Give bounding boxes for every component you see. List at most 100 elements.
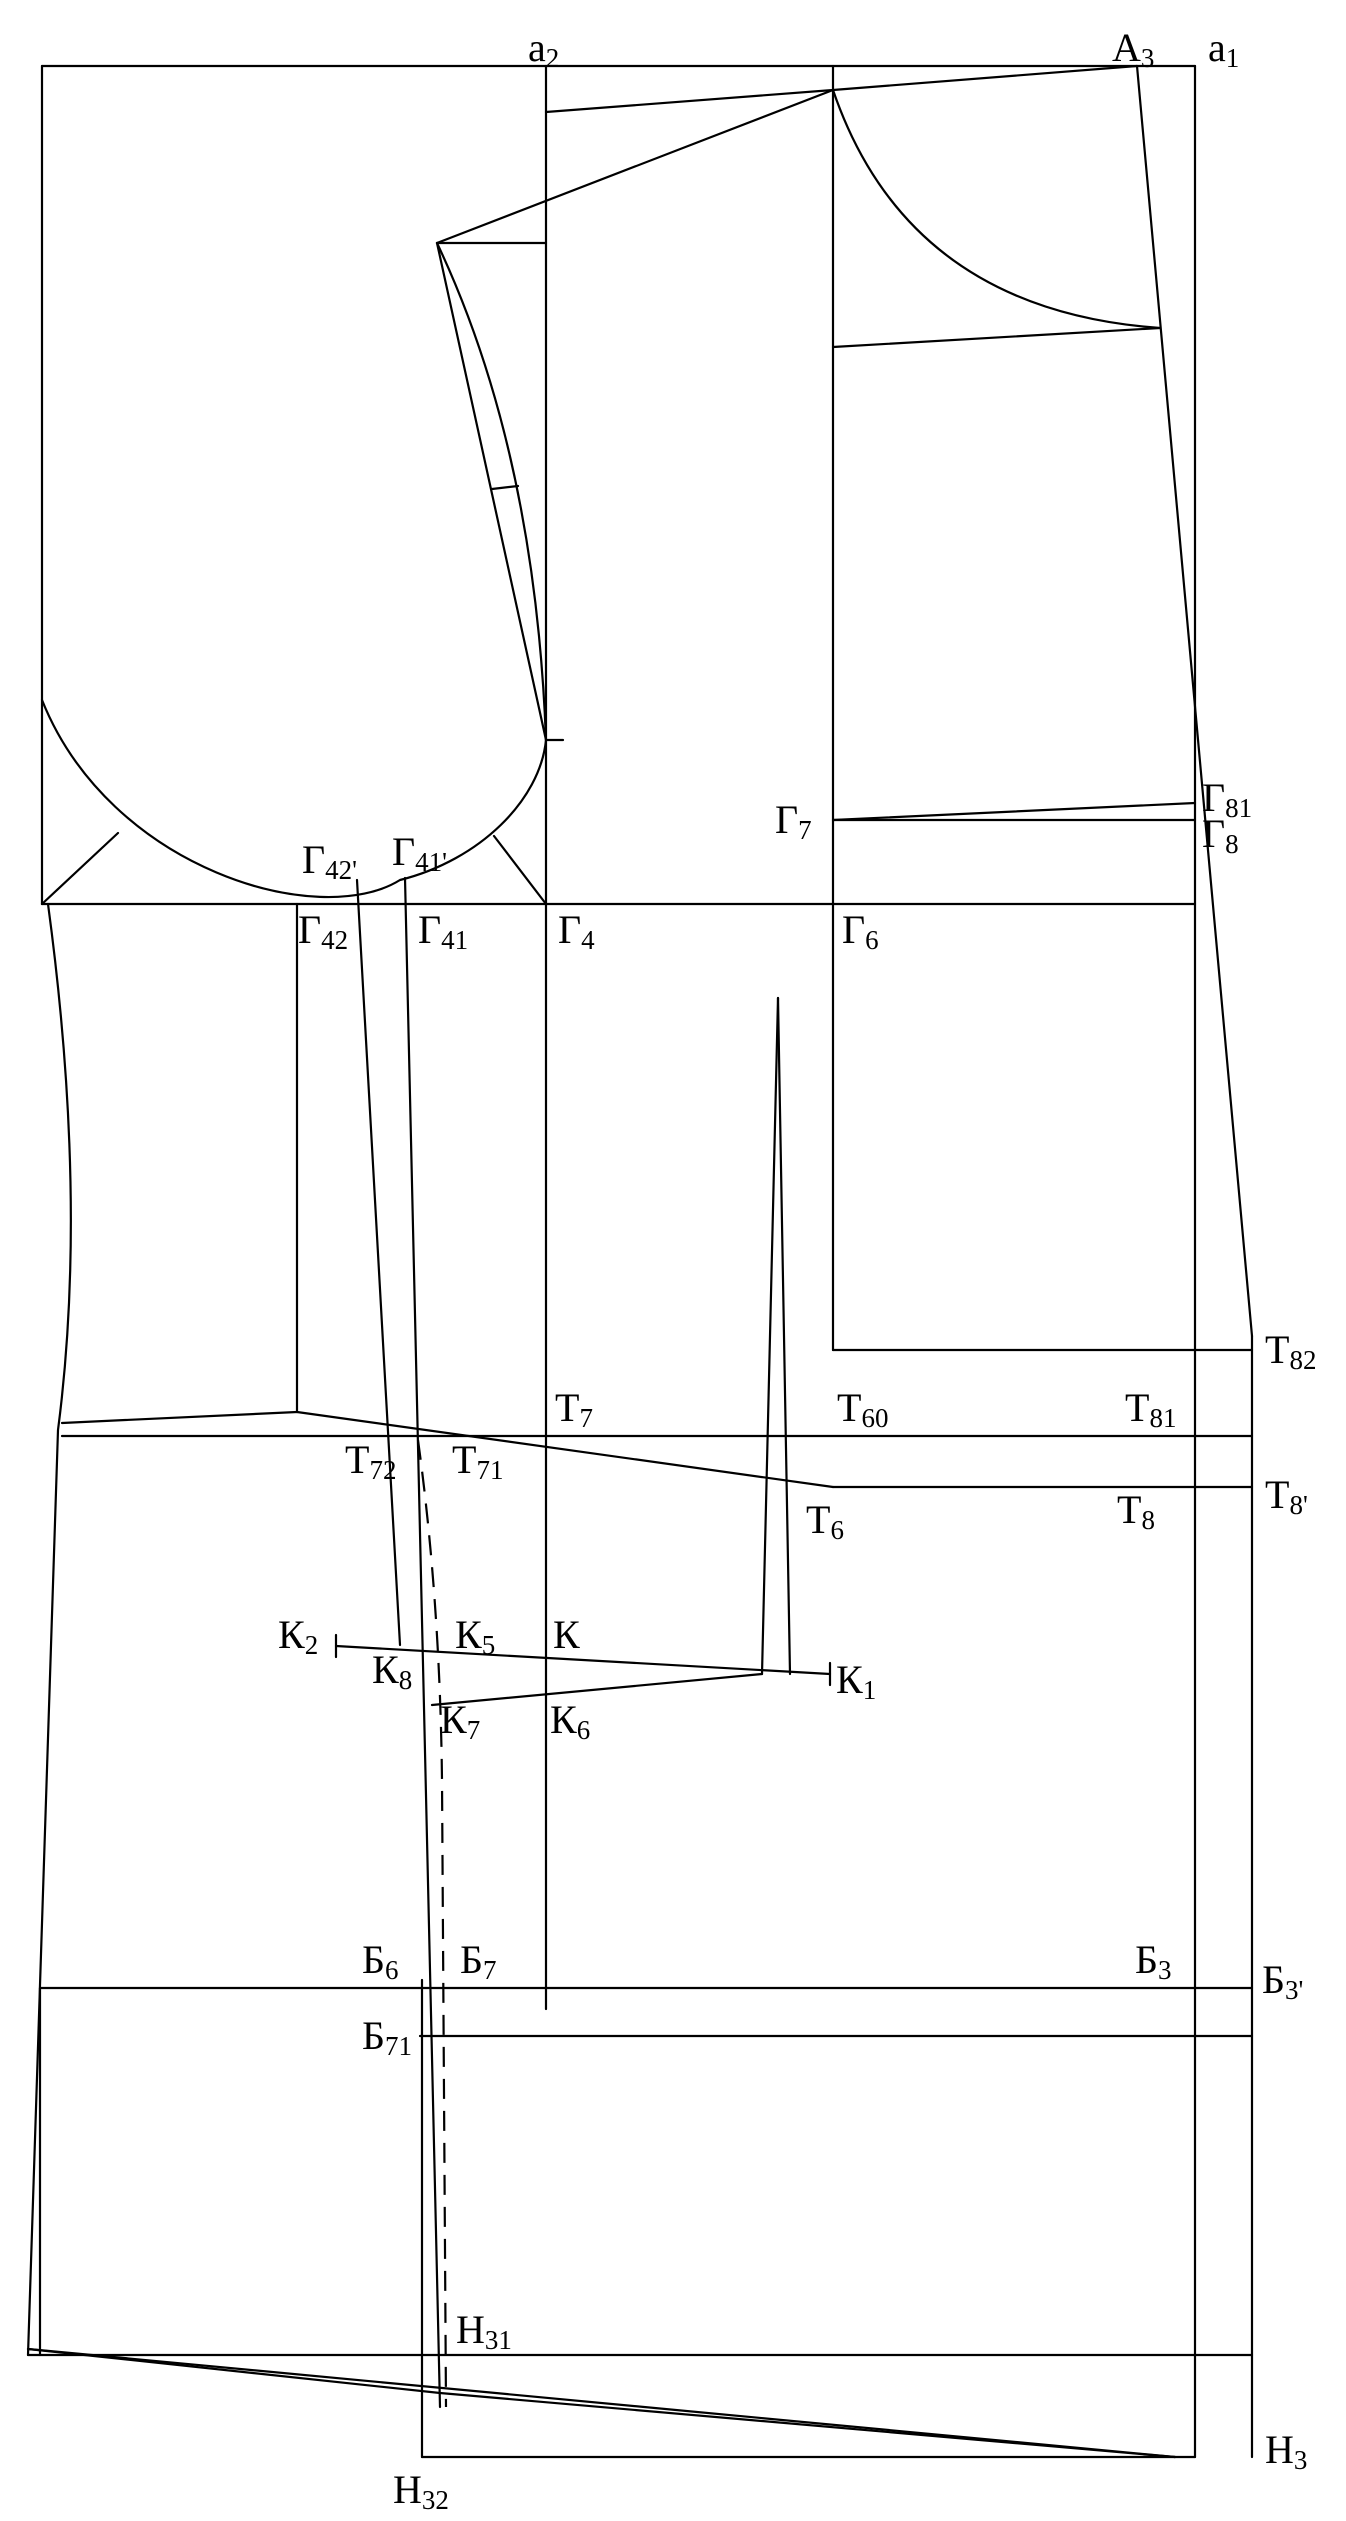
line-K7-K6	[430, 1672, 764, 1707]
point-label-sub: 72	[369, 1455, 397, 1485]
point-label-b7: Б7	[460, 1937, 496, 1984]
line-G41p-down	[403, 876, 442, 2409]
point-label-main: Т	[1125, 1385, 1150, 1430]
point-label-a2: а2	[528, 25, 559, 72]
point-label-sub: 3	[1293, 2445, 1308, 2475]
point-label-k6: К6	[550, 1700, 590, 1744]
point-label-g42: Г42	[298, 907, 348, 954]
point-label-main: К	[440, 1697, 467, 1742]
point-label-sub: 2	[304, 1630, 319, 1660]
point-label-main: Б	[1135, 1937, 1158, 1982]
point-label-t8p: Т8'	[1265, 1472, 1308, 1519]
line-waist-slant	[295, 1410, 835, 1489]
point-label-sub: 8	[1141, 1505, 1155, 1535]
point-label-main: Б	[362, 1937, 385, 1982]
point-label-main: К	[455, 1612, 482, 1657]
line-hem-slant-3	[438, 2391, 1177, 2459]
point-label-g42p: Г42'	[302, 837, 357, 884]
point-label-sub: 5	[481, 1630, 496, 1660]
curve-armhole	[40, 698, 548, 899]
point-label-t81: Т81	[1125, 1385, 1176, 1432]
line-neck-cross	[831, 326, 1162, 349]
point-label-sub: 6	[865, 925, 879, 955]
point-label-sub: 42'	[325, 855, 357, 885]
point-label-main: Т	[555, 1385, 580, 1430]
point-label-b3: Б3	[1135, 1937, 1171, 1984]
point-label-main: Н	[1265, 2427, 1294, 2472]
point-label-main: Г	[842, 907, 866, 952]
point-label-main: Т	[1265, 1472, 1290, 1517]
point-label-sub: 41	[441, 925, 469, 955]
point-label-main: Г	[302, 837, 326, 882]
point-label-main: Г	[392, 829, 416, 874]
point-label-t71: Т71	[452, 1437, 503, 1484]
point-label-sub: 8	[398, 1665, 413, 1695]
curve-neck	[831, 88, 1162, 330]
point-label-g41: Г41	[418, 907, 468, 954]
point-label-g41p: Г41'	[392, 829, 447, 876]
curve-left-side	[26, 902, 72, 2357]
point-label-main: Б	[460, 1937, 483, 1982]
point-label-main: Т	[452, 1437, 477, 1482]
point-label-main: К	[372, 1647, 399, 1692]
line-dart-left	[760, 996, 780, 1676]
point-label-sub: 32	[421, 2485, 449, 2515]
point-label-k1: К1	[836, 1657, 876, 1704]
point-label-t82: Т82	[1265, 1327, 1316, 1374]
line-dart-right	[776, 996, 792, 1676]
point-label-sub: 7	[466, 1715, 481, 1745]
point-label-sub: 60	[861, 1403, 889, 1433]
point-label-main: а	[528, 25, 546, 70]
dashed-seam	[416, 1439, 448, 2408]
point-label-main: Г	[418, 907, 442, 952]
point-label-sub: 6	[384, 1955, 399, 1985]
line-G7-G81	[831, 801, 1197, 822]
curve-shoulder-dart-1	[435, 241, 548, 742]
point-label-k2: К2	[278, 1612, 318, 1659]
point-label-sub: 1	[1225, 43, 1240, 73]
point-label-sub: 81	[1149, 1403, 1177, 1433]
point-label-t8: Т8	[1117, 1490, 1155, 1534]
point-label-sub: 4	[581, 925, 595, 955]
point-label-k7: К7	[440, 1697, 480, 1744]
point-label-sub: 8'	[1289, 1490, 1308, 1520]
line-side-right	[1135, 64, 1254, 1338]
point-label-main: К	[553, 1612, 580, 1657]
point-label-t7: Т7	[555, 1385, 593, 1432]
point-label-sub: 71	[384, 2031, 412, 2061]
line-hem-slant-1	[26, 2347, 1177, 2459]
point-label-b71: Б71	[362, 2016, 412, 2060]
point-label-main: Т	[345, 1437, 370, 1482]
point-label-g8: Г8	[1202, 814, 1239, 858]
point-label-sub: 7	[482, 1955, 497, 1985]
point-label-main: Г	[558, 907, 582, 952]
point-label-sub: 81	[1225, 793, 1253, 823]
point-label-main: Г	[775, 797, 799, 842]
point-label-a3: А3	[1112, 28, 1154, 72]
point-label-sub: 71	[476, 1455, 504, 1485]
point-label-sub: 6	[576, 1715, 591, 1745]
point-label-h32: Н32	[393, 2470, 449, 2514]
line-K2-K1	[334, 1644, 832, 1676]
line-armhole-diag-right	[492, 834, 548, 906]
point-label-main: Т	[1265, 1327, 1290, 1372]
point-label-main: К	[836, 1657, 863, 1702]
point-label-main: Н	[456, 2307, 485, 2352]
line-shoulder-front	[435, 88, 835, 245]
point-label-sub: 82	[1289, 1345, 1317, 1375]
point-label-main: Г	[298, 907, 322, 952]
point-label-sub: 7	[798, 815, 812, 845]
point-label-a1: а1	[1208, 28, 1239, 72]
point-label-h31: Н31	[456, 2307, 512, 2354]
line-G42p-down	[355, 878, 402, 1647]
point-label-h3: Н3	[1265, 2427, 1307, 2474]
point-label-sub: 31	[484, 2325, 512, 2355]
point-label-main: К	[278, 1612, 305, 1657]
point-label-sub: 41'	[415, 847, 447, 877]
line-dart-cross	[490, 484, 520, 491]
point-label-main: Г	[1202, 775, 1226, 820]
point-label-sub: 3'	[1284, 1975, 1304, 2005]
point-label-sub: 42	[321, 925, 349, 955]
point-label-main: Т	[806, 1497, 831, 1542]
